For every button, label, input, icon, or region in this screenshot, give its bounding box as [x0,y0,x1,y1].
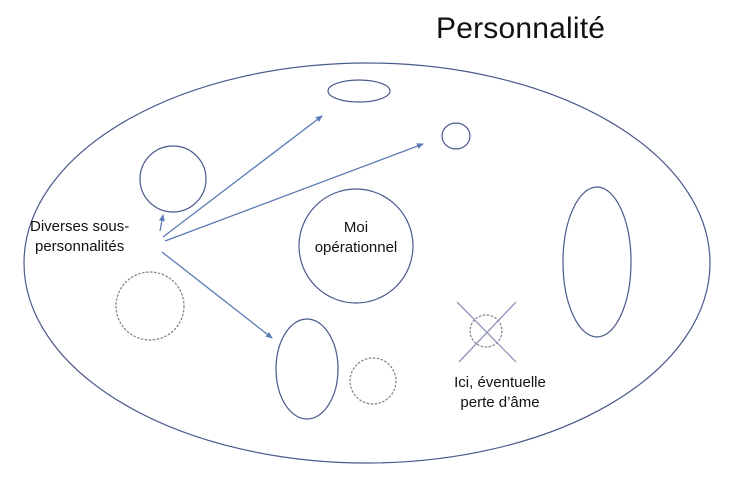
circle-bottom-shape [275,318,339,420]
self-circle-shape [298,188,414,304]
crossed-dashed-circle-shape [469,314,503,348]
label-soul-loss-line1: Ici, éventuelle [454,374,546,391]
arrow-1 [158,214,165,232]
small-ellipse-top-shape [327,79,391,103]
dashed-circle-left-shape [115,271,185,341]
arrow-3 [164,143,424,242]
label-soul-loss: Ici, éventuelle perte d’âme [440,373,560,412]
label-operational-self-line2: opérationnel [314,238,398,256]
outer-ellipse-shape [23,62,711,464]
circle-left-shape [139,145,207,213]
label-operational-self-line1: Moi [343,219,369,236]
dashed-circle-bottom-shape [349,357,397,405]
label-sub-personalities: Diverses sous- personnalités [30,217,129,256]
arrow-2 [162,115,323,238]
label-sub-personalities-line1: Diverses sous- [30,218,130,235]
label-soul-loss-line2: perte d’âme [460,393,540,411]
tall-ellipse-right-shape [562,186,632,338]
cross-icon [456,301,517,363]
label-sub-personalities-line2: personnalités [34,237,125,255]
small-circle-top-right-shape [441,122,471,150]
label-operational-self: Moi opérationnel [306,218,406,257]
arrow-4 [161,251,273,339]
diagram-title: Personnalité [436,12,606,45]
